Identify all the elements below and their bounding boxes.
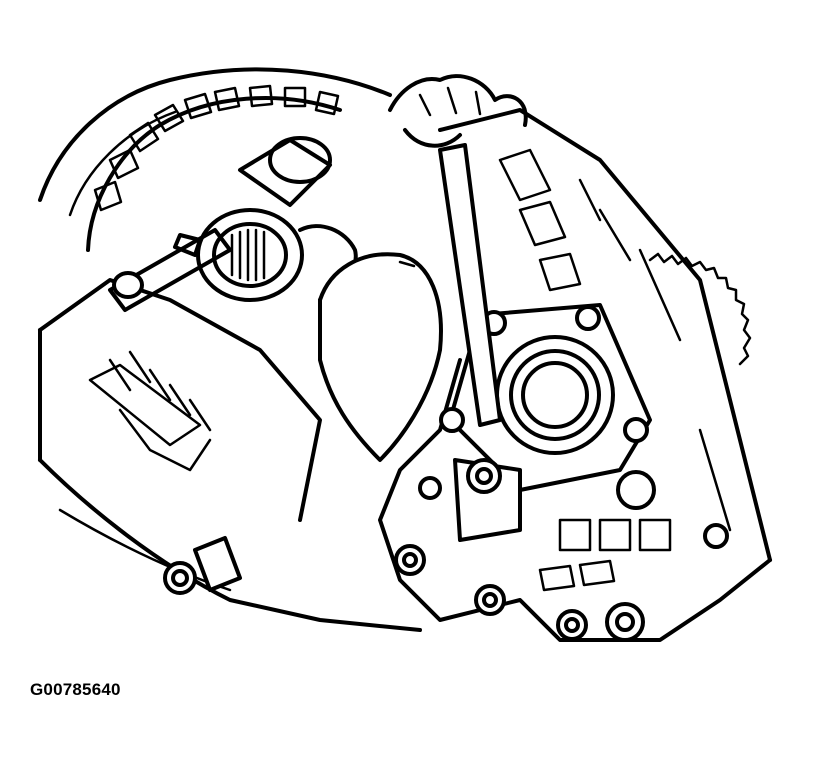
left-case-half [38, 228, 422, 632]
bearing-retainer-plate [439, 303, 652, 492]
input-shaft-assembly [173, 136, 358, 302]
right-case-half [378, 108, 772, 642]
hand [388, 74, 528, 148]
figure-id-label: G00785640 [30, 680, 121, 699]
pry-bar-tool [438, 143, 522, 542]
bell-housing-outline [38, 67, 392, 252]
center-case-face [318, 252, 443, 462]
case-bosses [394, 470, 729, 642]
